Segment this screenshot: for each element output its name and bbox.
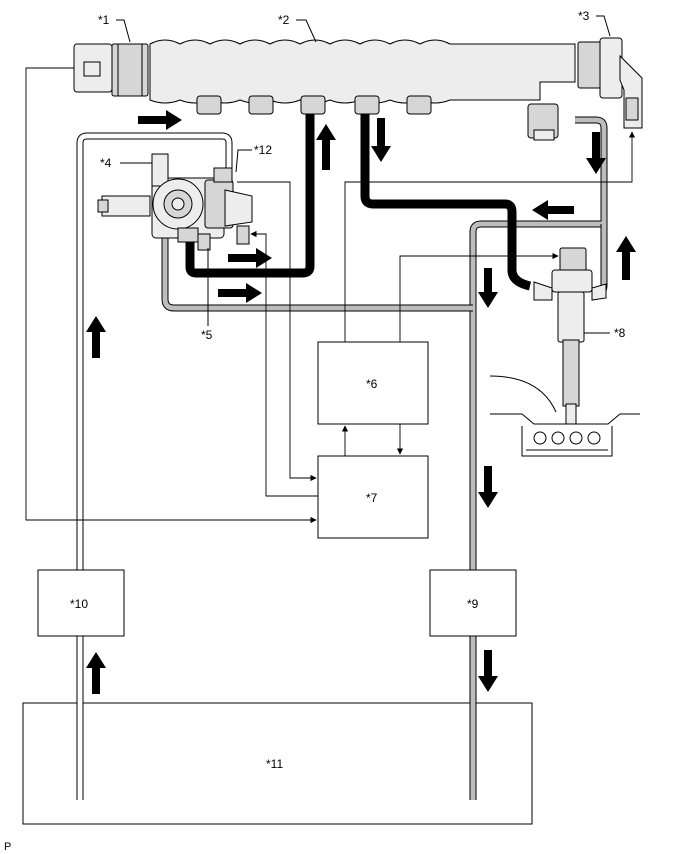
callout-12: *12	[254, 143, 272, 157]
flow-arrow-right	[138, 110, 182, 130]
callout-1: *1	[98, 13, 110, 27]
fuel-pressure-sensor	[73, 43, 149, 97]
flow-arrow-up	[86, 652, 106, 694]
flow-arrow-right	[218, 283, 262, 303]
engine-cylinder	[489, 375, 640, 457]
callout-3: *3	[578, 9, 590, 23]
supply-pump	[97, 153, 253, 251]
box-7	[317, 455, 429, 539]
fuel-tank	[22, 702, 533, 825]
flow-arrow-down	[371, 118, 391, 162]
flow-arrow-right	[228, 248, 272, 268]
fuel-supply-line	[76, 132, 233, 800]
high-pressure-lines	[185, 113, 532, 291]
callout-6: *6	[366, 377, 378, 391]
callout-5: *5	[201, 328, 213, 342]
common-rail	[149, 39, 576, 141]
callout-2: *2	[278, 13, 290, 27]
flow-arrow-down	[478, 466, 498, 508]
flow-arrow-up	[316, 124, 336, 170]
callout-8: *8	[614, 326, 626, 340]
callout-11: *11	[266, 757, 283, 771]
flow-arrow-down	[478, 650, 498, 692]
flow-arrow-up	[86, 316, 106, 358]
box-6	[317, 341, 429, 425]
injector	[533, 247, 607, 425]
flow-arrows	[86, 110, 636, 694]
flow-arrow-left	[532, 200, 574, 220]
flow-arrow-down	[586, 132, 606, 174]
callout-9: *9	[467, 597, 479, 611]
callout-7: *7	[366, 491, 378, 505]
callout-4: *4	[100, 156, 112, 170]
signal-wires	[25, 67, 636, 524]
pressure-discharge-valve	[577, 37, 643, 129]
flow-arrow-up	[616, 236, 636, 280]
leader-lines	[116, 15, 611, 334]
footer-code: P	[4, 841, 11, 853]
callout-10: *10	[70, 597, 88, 611]
box-10	[37, 569, 125, 637]
box-9	[429, 569, 517, 637]
flow-arrow-down	[478, 268, 498, 308]
